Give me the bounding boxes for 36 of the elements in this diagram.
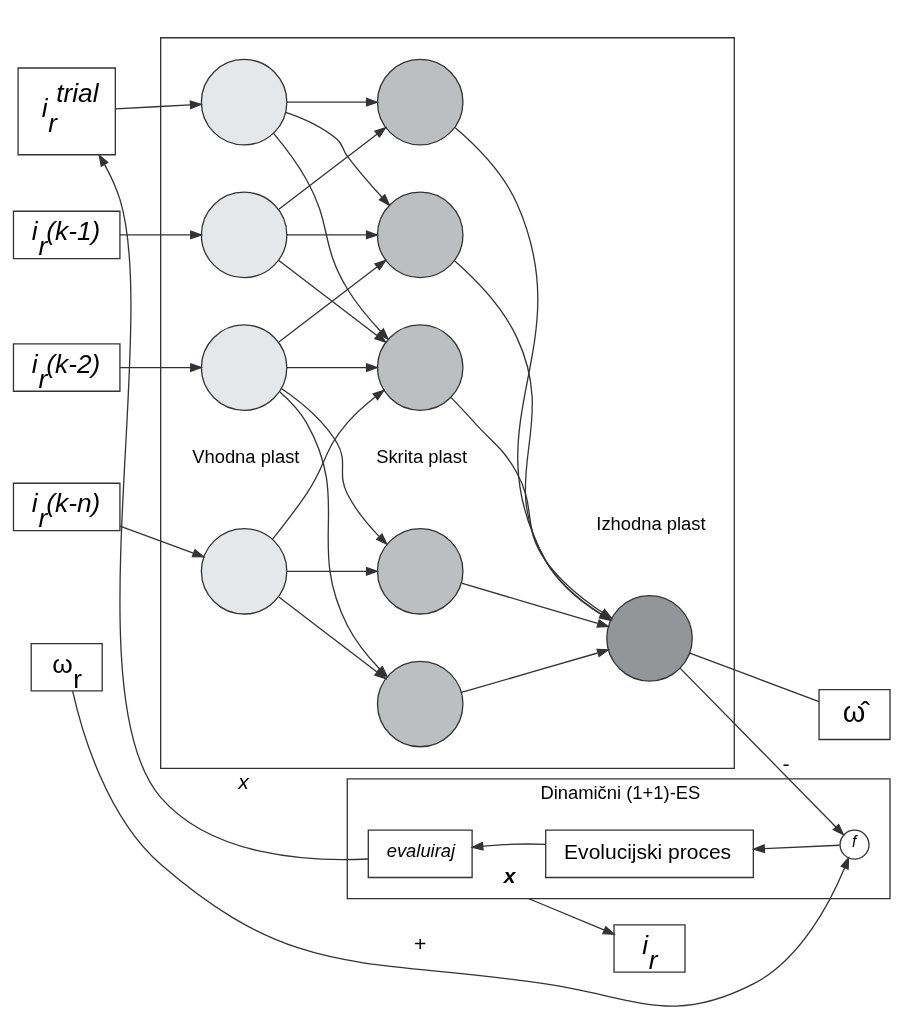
arrow bbox=[286, 97, 380, 107]
arrow bbox=[286, 230, 380, 240]
arrow bbox=[679, 667, 845, 836]
node-circle: f bbox=[839, 829, 870, 860]
arrow bbox=[72, 690, 850, 1007]
arrow bbox=[119, 230, 204, 240]
arrow bbox=[460, 648, 611, 694]
node-circle bbox=[200, 191, 288, 279]
node-box: ω̂ bbox=[818, 688, 891, 741]
node-circle bbox=[606, 594, 693, 682]
connector bbox=[689, 652, 820, 703]
arrow bbox=[286, 363, 380, 373]
arrow bbox=[119, 525, 206, 558]
label: Skrita plast bbox=[376, 446, 468, 468]
edge-label: x bbox=[238, 770, 249, 794]
node-box: evaluiraj bbox=[367, 829, 473, 879]
arrow bbox=[470, 841, 547, 851]
label: Vhodna plast bbox=[192, 446, 300, 468]
arrow bbox=[527, 897, 616, 935]
arrow bbox=[285, 111, 391, 207]
label: Izhodna plast bbox=[596, 513, 706, 535]
arrow bbox=[119, 363, 204, 373]
arrow bbox=[115, 100, 203, 110]
edge-label: x bbox=[503, 863, 516, 887]
arrow bbox=[286, 566, 380, 576]
arrow bbox=[98, 153, 369, 861]
node-circle bbox=[376, 58, 464, 146]
edge-label: - bbox=[782, 751, 790, 775]
edge-label: + bbox=[413, 931, 426, 955]
cluster bbox=[160, 37, 735, 770]
node-box: Evolucijski proces bbox=[545, 829, 754, 879]
node-circle bbox=[200, 58, 288, 146]
node-circle bbox=[200, 527, 288, 615]
node-circle bbox=[200, 324, 288, 411]
arrow bbox=[751, 844, 841, 854]
arrow bbox=[278, 126, 388, 210]
